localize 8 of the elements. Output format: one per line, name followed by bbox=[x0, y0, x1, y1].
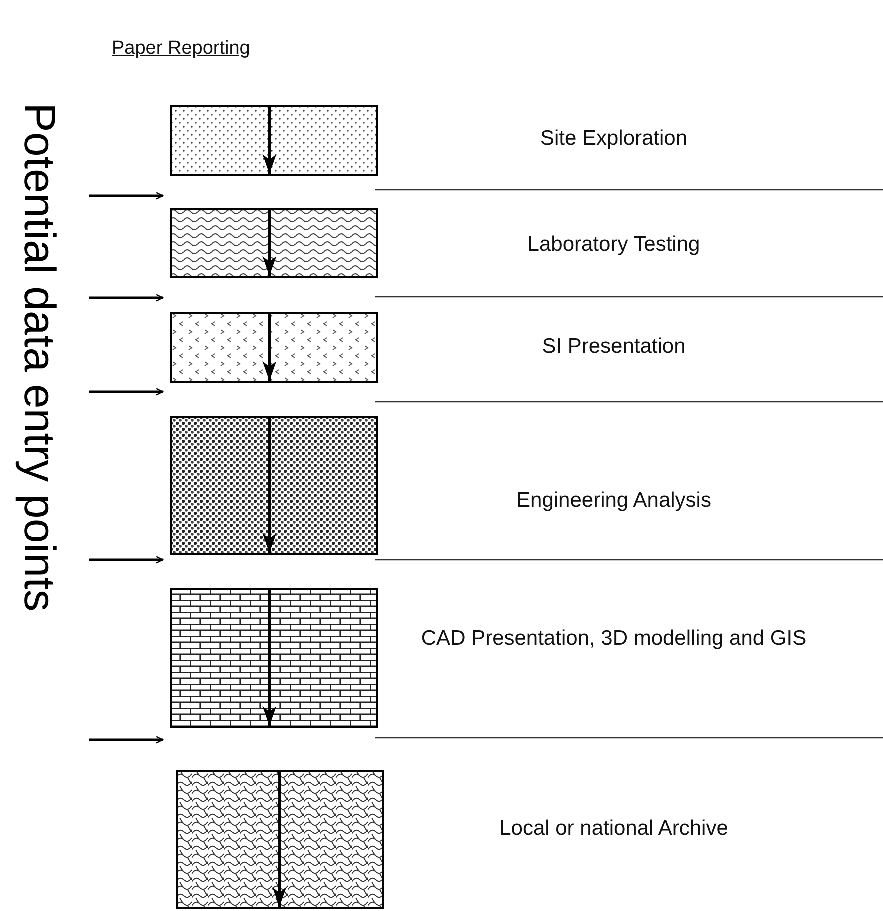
stage-label: Local or national Archive bbox=[498, 816, 730, 842]
stage-label: CAD Presentation, 3D modelling and GIS bbox=[420, 626, 808, 652]
title: Paper Reporting bbox=[112, 38, 250, 60]
vertical-label: Potential data entry points bbox=[14, 103, 64, 612]
stage-label: Laboratory Testing bbox=[526, 232, 702, 258]
stage-label: SI Presentation bbox=[541, 334, 687, 360]
stage-label: Engineering Analysis bbox=[516, 488, 712, 514]
stage-label: Site Exploration bbox=[539, 126, 689, 152]
